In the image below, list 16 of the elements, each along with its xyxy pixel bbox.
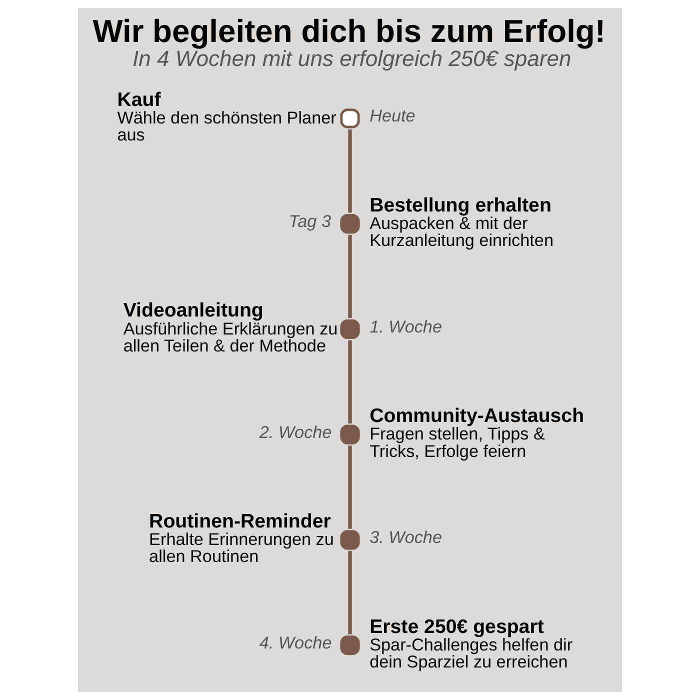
node-label: Erste 250€ gespart	[370, 616, 544, 638]
node-label: 1. Woche	[370, 316, 442, 336]
node-label: Videoanleitung	[123, 300, 264, 322]
node-label: 2. Woche	[259, 422, 332, 442]
node-label: 3. Woche	[370, 527, 442, 548]
diagram-title: Wir begleiten dich bis zum Erfolg!	[92, 13, 606, 50]
connector	[348, 446, 352, 529]
connector	[348, 129, 352, 213]
node-label: Bestellung erhalten	[370, 194, 552, 216]
node-label: 4. Woche	[259, 632, 332, 653]
connector	[348, 234, 352, 318]
node-label: Heute	[370, 106, 416, 126]
connector	[348, 340, 352, 424]
connector	[348, 550, 352, 634]
node-label: Community-Austausch	[370, 405, 584, 428]
node-label: Tag 3	[288, 211, 332, 232]
